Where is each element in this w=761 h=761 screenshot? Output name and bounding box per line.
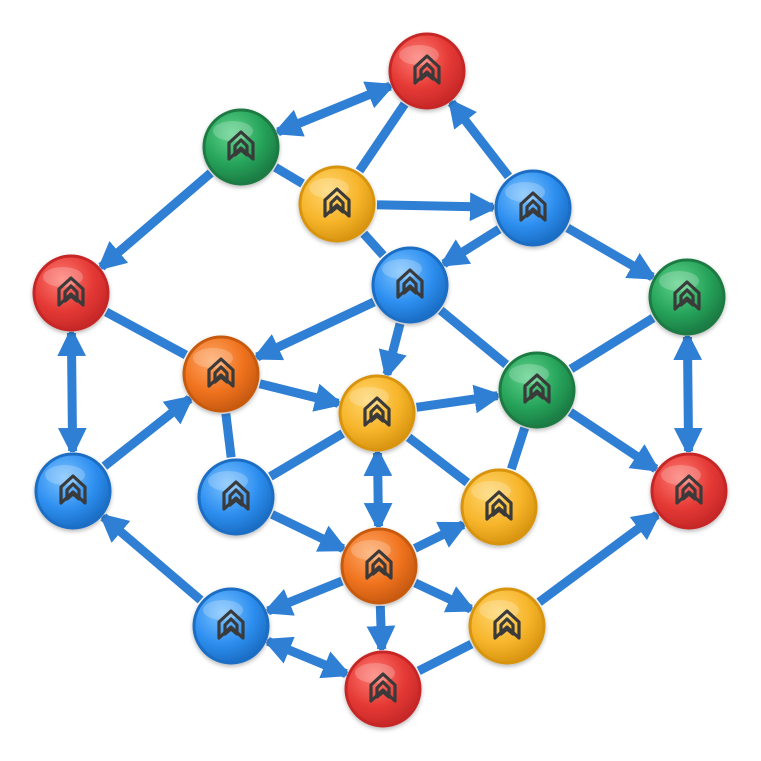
edge-orange-left-to-yellow-center [258, 379, 344, 412]
edge-blue-center-left-to-orange-center-lower [270, 510, 349, 553]
house-chevron-icon [217, 609, 245, 640]
edge-green-center-right-to-red-right [567, 408, 661, 473]
node-yellow-center-right[interactable] [460, 468, 538, 546]
edge-red-bottom-to-yellow-bottom-right [416, 640, 474, 675]
edge-blue-bottom-left-to-blue-left [99, 513, 204, 604]
edge-blue-center-upper-to-green-center-right [437, 307, 510, 368]
edge-green-right-to-green-center-right [568, 314, 656, 373]
edge-green-top-left-to-yellow-upper [273, 163, 305, 188]
house-chevron-icon [413, 54, 441, 85]
house-chevron-icon [365, 549, 393, 580]
edge-green-top-left-to-red-top [272, 81, 396, 137]
edge-blue-center-upper-to-orange-left [251, 297, 376, 362]
house-chevron-icon [59, 474, 87, 505]
node-red-top[interactable] [388, 32, 466, 110]
node-orange-left[interactable] [182, 335, 260, 413]
house-chevron-icon [323, 187, 351, 218]
edge-blue-upper-right-to-red-top [447, 98, 513, 180]
house-chevron-icon [493, 609, 521, 640]
node-blue-center-upper[interactable] [371, 246, 449, 324]
node-green-center-right[interactable] [498, 351, 576, 429]
node-green-right[interactable] [648, 258, 726, 336]
edge-blue-left-to-orange-left [101, 395, 195, 470]
node-yellow-center[interactable] [338, 374, 416, 452]
edge-blue-center-left-to-yellow-center [268, 429, 345, 481]
house-chevron-icon [369, 672, 397, 703]
edge-yellow-upper-to-blue-upper-right [376, 192, 499, 222]
edge-green-right-to-red-right [673, 331, 703, 457]
node-yellow-upper[interactable] [298, 165, 376, 243]
house-chevron-icon [57, 276, 85, 307]
edge-blue-upper-right-to-blue-center-upper [439, 225, 502, 268]
edge-blue-bottom-left-to-red-bottom [262, 636, 352, 679]
edge-yellow-bottom-right-to-red-right [536, 511, 662, 606]
node-blue-left[interactable] [34, 452, 112, 530]
node-orange-center-lower[interactable] [340, 527, 418, 605]
edge-orange-center-lower-to-red-bottom [366, 605, 396, 655]
house-chevron-icon [673, 280, 701, 311]
edge-yellow-center-to-yellow-center-right [405, 433, 471, 487]
house-chevron-icon [222, 480, 250, 511]
node-green-top-left[interactable] [202, 108, 280, 186]
house-chevron-icon [519, 191, 547, 222]
house-chevron-icon [396, 268, 424, 299]
nodes-layer [32, 32, 728, 728]
edge-green-top-left-to-red-left [96, 169, 214, 271]
house-chevron-icon [207, 357, 235, 388]
edge-yellow-center-to-green-center-right [415, 384, 504, 414]
edge-orange-left-to-blue-center-left [221, 413, 236, 458]
node-yellow-bottom-right[interactable] [468, 587, 546, 665]
node-red-left[interactable] [32, 254, 110, 332]
edge-blue-center-upper-to-yellow-center [378, 322, 407, 380]
edge-red-left-to-blue-left [57, 327, 87, 457]
edge-orange-center-lower-to-blue-bottom-left [262, 576, 344, 616]
house-chevron-icon [675, 474, 703, 505]
node-blue-center-left[interactable] [197, 458, 275, 536]
edge-green-center-right-to-yellow-center-right [507, 426, 529, 471]
edge-orange-center-lower-to-yellow-center-right [412, 520, 469, 553]
edge-yellow-upper-to-blue-center-upper [360, 230, 387, 259]
node-red-bottom[interactable] [344, 650, 422, 728]
edges-layer [57, 81, 703, 679]
edge-red-top-to-yellow-upper [355, 101, 409, 174]
house-chevron-icon [523, 373, 551, 404]
house-chevron-icon [363, 396, 391, 427]
house-chevron-icon [227, 130, 255, 161]
house-chevron-icon [485, 490, 513, 521]
edge-yellow-center-to-orange-center-lower [363, 447, 393, 532]
node-blue-bottom-left[interactable] [192, 587, 270, 665]
edge-red-left-to-orange-left [104, 308, 188, 359]
node-red-right[interactable] [650, 452, 728, 530]
edge-blue-upper-right-to-green-right [565, 224, 658, 281]
edge-orange-center-lower-to-yellow-bottom-right [413, 578, 476, 614]
node-blue-upper-right[interactable] [494, 169, 572, 247]
